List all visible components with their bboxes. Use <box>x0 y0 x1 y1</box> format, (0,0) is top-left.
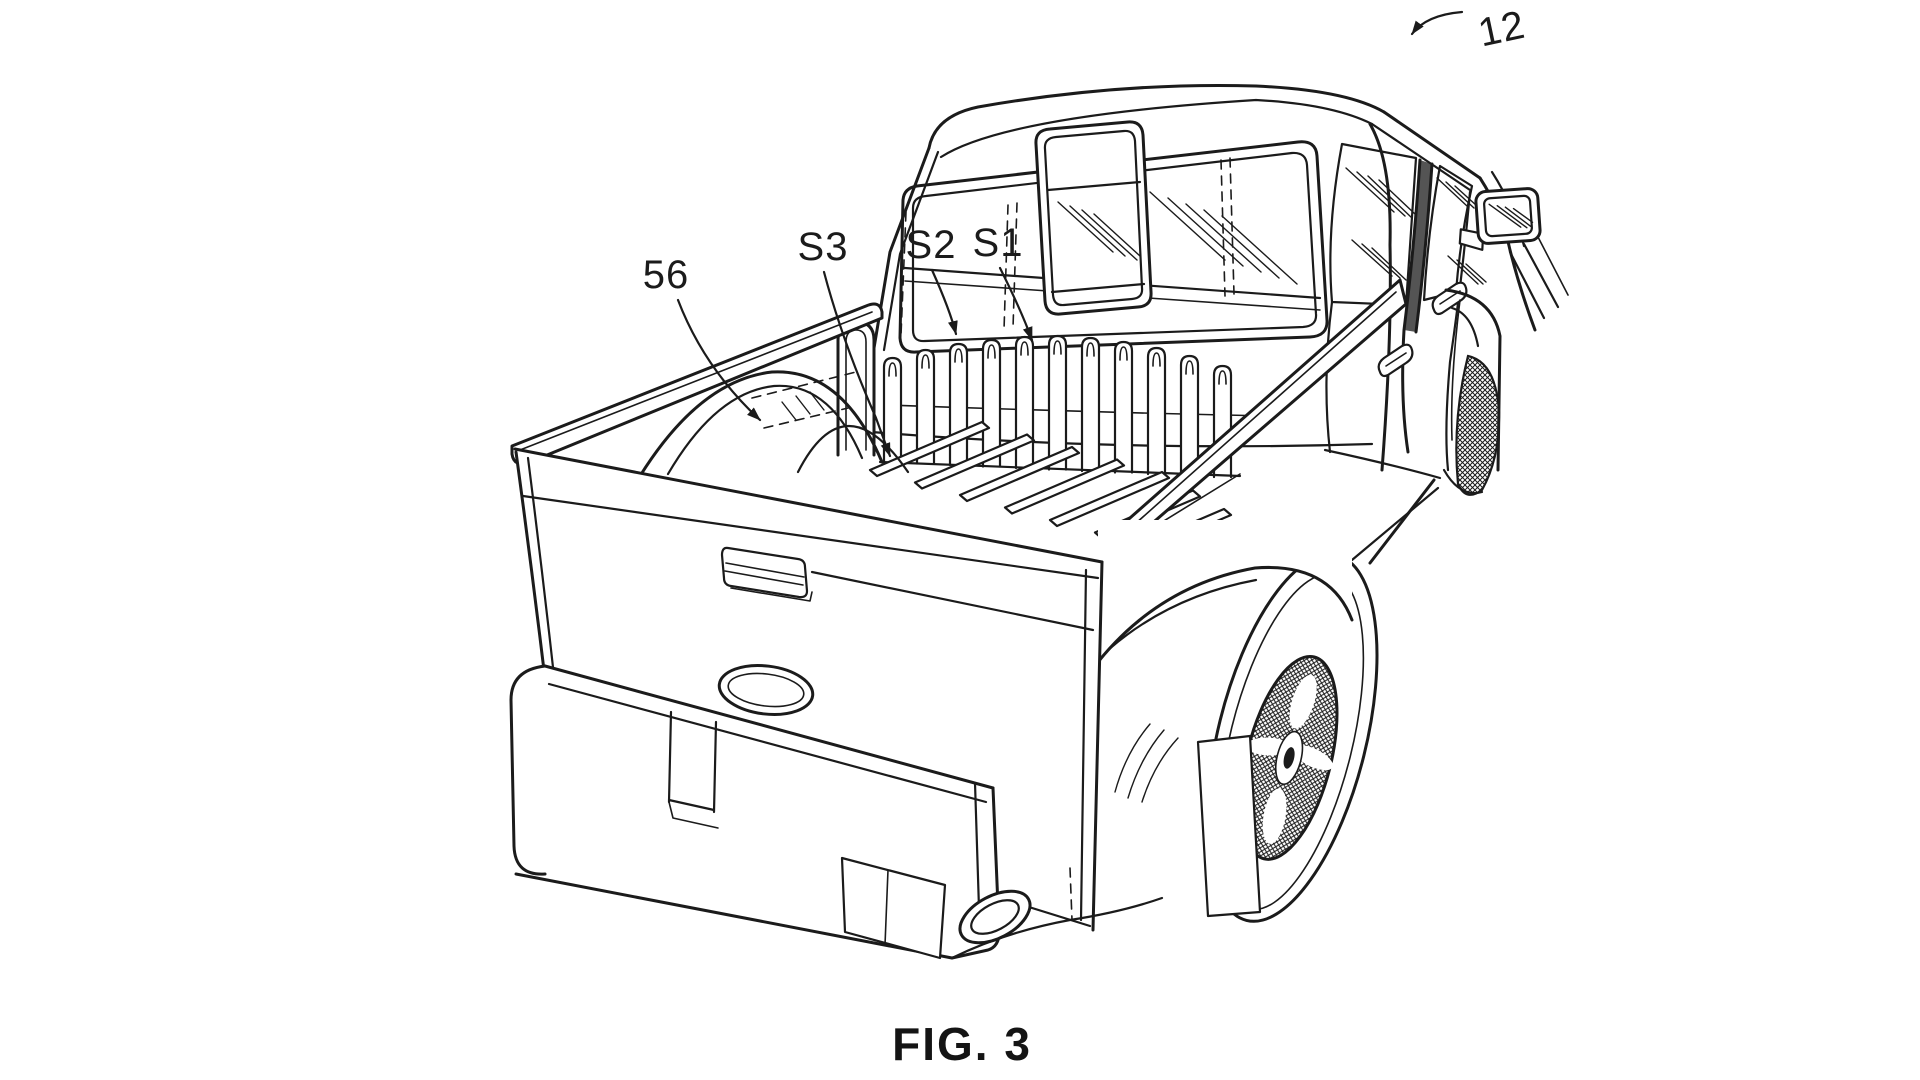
hood-cut-lines <box>1508 250 1546 320</box>
hump-hatching <box>781 391 825 421</box>
battery-fin <box>882 356 903 464</box>
cab-rear-right-corner <box>1368 122 1392 472</box>
battery-fin <box>1047 334 1068 471</box>
battery-fin <box>915 348 936 465</box>
bed-floor-rib <box>868 420 991 478</box>
tailgate-crease <box>810 570 1095 632</box>
bumper-step <box>667 710 719 829</box>
label-12: 12 <box>1474 3 1529 56</box>
leader-56 <box>676 298 762 422</box>
mirror-glass-hatching <box>1488 203 1534 229</box>
trailer-hitch <box>840 856 947 960</box>
truck-cab <box>868 83 1482 472</box>
bed-floor-rib <box>1048 470 1171 528</box>
label-s1: S1 <box>973 221 1024 265</box>
battery-fin <box>1146 346 1167 476</box>
leader-s2 <box>930 268 958 336</box>
fender-hatching <box>1114 723 1179 803</box>
rear-door-handle <box>1377 343 1414 378</box>
tailgate-logo <box>717 663 815 717</box>
battery-fin <box>1113 340 1134 474</box>
battery-fin <box>1080 336 1101 473</box>
rear-door-window <box>1329 142 1418 307</box>
leader-s3 <box>822 270 892 458</box>
window-reflection-lines <box>1003 204 1009 331</box>
label-s2: S2 <box>906 223 957 267</box>
door-bottom-line <box>1323 448 1442 480</box>
rear-door-seam <box>1325 300 1334 454</box>
truck-right-side <box>1323 142 1569 565</box>
rear-fender <box>1096 520 1354 918</box>
front-wheel <box>1442 354 1501 496</box>
underbody-line <box>950 896 1164 960</box>
figure-caption: FIG. 3 <box>892 1018 1032 1070</box>
label-56: 56 <box>643 253 690 297</box>
leader-s1 <box>998 266 1034 342</box>
reference-annotations: 12 56 S3 S2 S1 <box>643 3 1529 458</box>
cab-roof <box>927 83 1482 192</box>
front-door-handle <box>1431 281 1468 316</box>
rear-window-center-panel <box>1034 120 1153 316</box>
battery-fin <box>1179 354 1200 477</box>
side-mirror <box>1458 187 1542 251</box>
bed-left-rail <box>510 302 884 466</box>
bed-floor-rib <box>1003 458 1126 515</box>
tailgate-handle <box>720 546 813 602</box>
b-pillar <box>1401 158 1434 454</box>
bed-floor-rib <box>913 433 1036 490</box>
exhaust-tip <box>958 889 1032 945</box>
label-s3: S3 <box>798 225 849 269</box>
battery-fin <box>1014 335 1035 470</box>
rocker-line <box>1350 486 1440 562</box>
battery-fin <box>981 338 1002 468</box>
bed-floor-rib <box>958 445 1081 503</box>
front-fender <box>1444 288 1502 472</box>
wheel-spokes <box>1246 674 1334 844</box>
wheel-well-hump <box>638 370 910 478</box>
rear-mud-flap <box>1196 734 1262 918</box>
rear-window-hatching <box>1149 191 1298 285</box>
leader-12 <box>1410 10 1464 36</box>
battery-fin <box>948 342 969 467</box>
center-panel-hatching <box>1057 201 1141 261</box>
